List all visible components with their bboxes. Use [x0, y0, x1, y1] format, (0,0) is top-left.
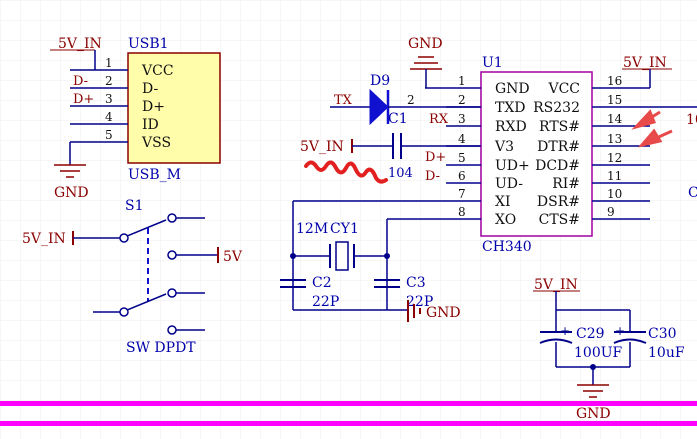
usb1-5v-net-label: 5V_IN	[58, 36, 102, 52]
crystal-body	[335, 241, 349, 271]
u1-pin6-num: 6	[458, 169, 466, 183]
u1-pin12-name: DCD#	[535, 158, 580, 174]
c1-value: 104	[388, 166, 413, 181]
bulk-ground-symbol	[577, 384, 609, 398]
u1-pin7-num: 7	[458, 187, 466, 201]
u1-pin16-name: VCC	[547, 81, 580, 97]
usb1-dplus-net: D+	[73, 92, 94, 107]
usb1-connector[interactable]: 5V_IN USB1 1 2 3 4 5 VCC D- D+ ID VSS D-…	[50, 36, 221, 201]
u1-pin5-num: 5	[458, 151, 466, 165]
u1-pin5-name: UD+	[495, 158, 530, 174]
bulk-5vin-label: 5V_IN	[534, 277, 578, 293]
c3-gnd-label: GND	[426, 305, 461, 321]
usb1-pin3-num: 3	[105, 92, 113, 106]
s1-ref: S1	[125, 198, 144, 214]
d9-diode[interactable]: D9 TX 2	[330, 73, 480, 126]
usb1-body	[127, 52, 221, 164]
c30-ref: C30	[648, 326, 677, 342]
usb1-ground-symbol	[54, 164, 86, 178]
usb1-pin4-name: ID	[142, 117, 159, 133]
diode-triangle	[369, 88, 389, 126]
d9-ref: D9	[370, 73, 390, 89]
u1-ch340-chip[interactable]: U1 1 2 3 4 5 6 7 8	[425, 55, 672, 255]
usb1-pin5-num: 5	[105, 128, 113, 142]
d9-pin-num: 2	[407, 93, 415, 107]
u1-pin11-name: RI#	[552, 176, 580, 192]
u1-pin10-name: DSR#	[537, 194, 580, 210]
u1-pin10-num: 10	[607, 187, 622, 201]
u1-pin8-num: 8	[458, 205, 466, 219]
annotation-arrows	[631, 109, 673, 148]
c29-value: 100UF	[574, 345, 623, 361]
u1-pin11-num: 11	[607, 169, 622, 183]
u1-pin1-num: 1	[458, 74, 466, 88]
u1-pin9-name: CTS#	[539, 212, 580, 228]
c29-ref: C29	[576, 326, 605, 342]
u1-body	[480, 71, 593, 237]
tx-net-label: TX	[334, 93, 353, 108]
c1-ref: C1	[388, 111, 408, 127]
u1-pin4-num: 4	[458, 132, 466, 146]
u1-pin14-name: RTS#	[539, 119, 580, 135]
usb1-pin3-name: D+	[142, 99, 165, 115]
usb1-gnd-label: GND	[54, 185, 89, 201]
u1-pin7-name: XI	[495, 194, 511, 210]
s1-part: SW DPDT	[126, 340, 196, 356]
u1-pin8-name: XO	[495, 212, 516, 228]
u1-part: CH340	[482, 239, 532, 255]
c3-ref: C3	[406, 275, 426, 291]
u1-pin1-name: GND	[495, 81, 530, 97]
u1-pin13-num: 13	[607, 132, 622, 146]
crystal-ref: CY1	[330, 221, 359, 237]
c3-value: 22P	[406, 294, 433, 310]
c30-value: 10uF	[648, 345, 685, 361]
crystal-circuit[interactable]: 12M CY1 C2 22P C3 22P GND	[280, 200, 461, 322]
usb1-part: USB_M	[128, 167, 181, 183]
u1-pin14-num: 14	[607, 112, 623, 126]
u1-5vin-label: 5V_IN	[623, 55, 667, 71]
u1-pin12-num: 12	[607, 151, 622, 165]
rx-net-label: RX	[429, 112, 449, 127]
u1-pin6-name: UD-	[495, 176, 523, 192]
usb1-pin5-name: VSS	[141, 135, 171, 151]
crystal-value: 12M	[296, 221, 328, 237]
u1-gnd-symbol: GND	[408, 36, 443, 88]
u1-pin3-num: 3	[458, 112, 466, 126]
usb1-ref: USB1	[128, 36, 169, 52]
usb1-pin2-num: 2	[105, 74, 113, 88]
u1-pin15-num: 15	[607, 93, 622, 107]
bulk-gnd-label: GND	[576, 406, 611, 422]
u1-pin3-name: RXD	[495, 119, 527, 135]
usb1-pin1-name: VCC	[141, 63, 174, 79]
c30-plus-icon: +	[615, 324, 625, 338]
u1-gnd-label: GND	[408, 36, 443, 52]
u1-pin2-name: TXD	[495, 100, 526, 116]
c29-plus-icon: +	[560, 324, 570, 338]
u1-dplus-net: D+	[425, 150, 446, 165]
usb1-dminus-net: D-	[73, 74, 88, 89]
edge-ref-fragment: C	[688, 185, 697, 201]
u1-pin16-num: 16	[607, 74, 622, 88]
c1-5vin-label: 5V_IN	[300, 139, 344, 155]
usb1-pin2-name: D-	[142, 81, 158, 97]
usb1-pin4-num: 4	[105, 110, 113, 124]
c2-ref: C2	[312, 275, 332, 291]
u1-dminus-net: D-	[425, 169, 440, 184]
u1-pin4-name: V3	[494, 139, 514, 155]
u1-pin15-name: RS232	[533, 100, 580, 116]
edge-net-label: 10	[686, 112, 697, 128]
u1-pin9-num: 9	[607, 205, 615, 219]
s1-switch[interactable]: S1 5V_IN 5V SW DPDT	[22, 198, 243, 356]
s1-5v-label: 5V	[223, 249, 243, 265]
u1-ref: U1	[482, 55, 503, 71]
bulk-capacitors[interactable]: 5V_IN + + C29 C30 100UF 10uF GND	[533, 277, 685, 422]
u1-pin2-num: 2	[458, 93, 466, 107]
u1-pin13-name: DTR#	[537, 139, 580, 155]
usb1-pin1-num: 1	[105, 56, 113, 70]
c2-value: 22P	[312, 294, 339, 310]
sheet-border-bus	[0, 401, 697, 426]
s1-5vin-label: 5V_IN	[22, 231, 66, 247]
red-squiggle-annotation	[304, 160, 388, 184]
